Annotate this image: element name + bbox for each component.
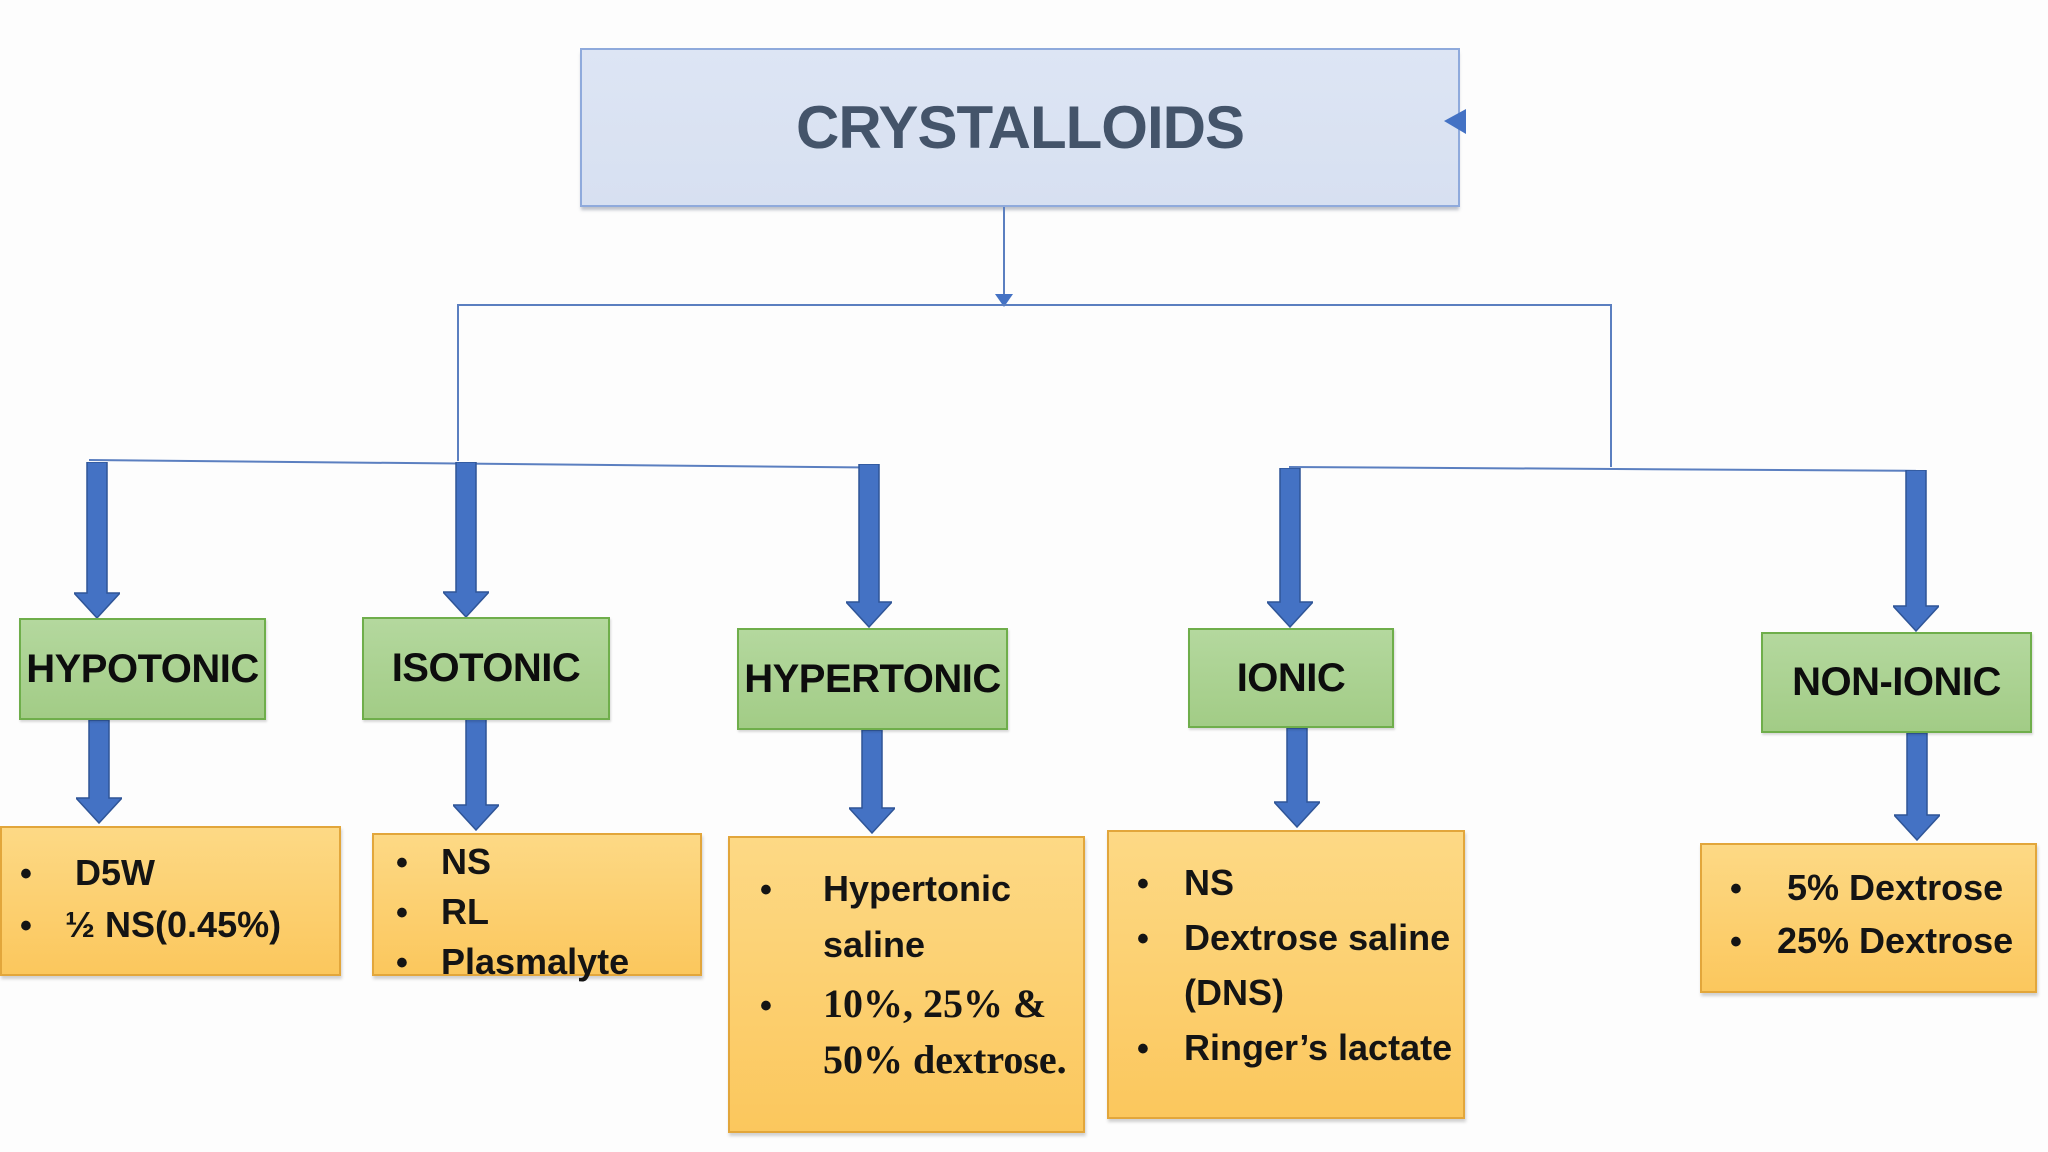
node-ionic: IONIC: [1188, 628, 1394, 728]
down-arrow-isotonic: [443, 462, 489, 618]
bullet-icon: •: [1137, 865, 1149, 903]
node-label: HYPERTONIC: [744, 656, 1001, 701]
down-arrow-nonionic: [1893, 470, 1939, 632]
list-hypotonic-examples: •D5W •½ NS(0.45%): [0, 826, 341, 976]
down-arrow-ionic: [1267, 468, 1313, 628]
down-arrow-hypotonic: [74, 462, 120, 619]
list-item: •NS: [1137, 862, 1235, 903]
bullet-icon: •: [20, 855, 32, 893]
list-item: •D5W: [20, 852, 155, 893]
list-item: •10%, 25% &: [760, 981, 1047, 1026]
bullet-icon: •: [396, 894, 408, 932]
down-arrow-ionic-list: [1274, 728, 1320, 828]
down-arrow-hypertonic-list: [849, 730, 895, 834]
node-nonionic: NON-IONIC: [1761, 632, 2032, 733]
bullet-icon: •: [20, 907, 32, 945]
bullet-icon: •: [1137, 920, 1149, 958]
list-item: •½ NS(0.45%): [20, 904, 282, 945]
down-arrow-nonionic-list: [1894, 733, 1940, 841]
node-label: IONIC: [1236, 655, 1346, 700]
connector-right-branch: [1288, 466, 1916, 472]
list-item: •Plasmalyte: [396, 941, 630, 982]
connector-top-horizontal: [458, 304, 1612, 306]
list-item: •Hypertonic: [760, 868, 1012, 909]
list-item: •5% Dextrose: [1730, 867, 2004, 908]
list-item: •RL: [396, 891, 489, 932]
bullet-icon: •: [396, 844, 408, 882]
list-isotonic-examples: •NS •RL •Plasmalyte: [372, 833, 702, 982]
node-label: ISOTONIC: [391, 646, 581, 690]
list-item: •Dextrose saline: [1137, 917, 1451, 958]
list-item: •NS: [396, 841, 492, 882]
down-arrow-isotonic-list: [453, 719, 499, 831]
left-arrowhead-icon: [1444, 109, 1466, 134]
node-hypotonic: HYPOTONIC: [19, 618, 266, 720]
bullet-icon: •: [396, 944, 408, 982]
down-arrowhead-icon: [995, 294, 1013, 307]
node-label: HYPOTONIC: [26, 646, 259, 691]
list-item-continuation: •50% dextrose.: [823, 1037, 1067, 1082]
node-label: NON-IONIC: [1792, 660, 2001, 704]
down-arrow-hypotonic-list: [76, 720, 122, 824]
list-item-continuation: •saline: [823, 924, 926, 965]
list-ionic-examples: •NS •Dextrose saline •(DNS) •Ringer’s la…: [1107, 830, 1465, 1119]
list-item-continuation: •(DNS): [1184, 972, 1284, 1013]
bullet-icon: •: [760, 871, 772, 909]
bullet-icon: •: [1137, 1030, 1149, 1068]
bullet-icon: •: [760, 987, 772, 1025]
list-nonionic-examples: •5% Dextrose •25% Dextrose: [1700, 843, 2037, 993]
connector-root-vertical: [1003, 207, 1005, 296]
down-arrow-hypertonic: [846, 464, 892, 628]
diagram-title: CRYSTALLOIDS: [796, 94, 1245, 161]
connector-left-vertical: [457, 304, 459, 461]
bullet-icon: •: [1730, 870, 1742, 908]
node-crystalloids: CRYSTALLOIDS: [580, 48, 1460, 207]
bullet-icon: •: [1730, 923, 1742, 961]
list-item: •25% Dextrose: [1730, 920, 2014, 961]
node-hypertonic: HYPERTONIC: [737, 628, 1008, 730]
list-hypertonic-examples: •Hypertonic •saline •10%, 25% & •50% dex…: [728, 836, 1085, 1133]
connector-right-vertical: [1610, 304, 1612, 467]
list-item: •Ringer’s lactate: [1137, 1027, 1453, 1068]
node-isotonic: ISOTONIC: [362, 617, 610, 720]
